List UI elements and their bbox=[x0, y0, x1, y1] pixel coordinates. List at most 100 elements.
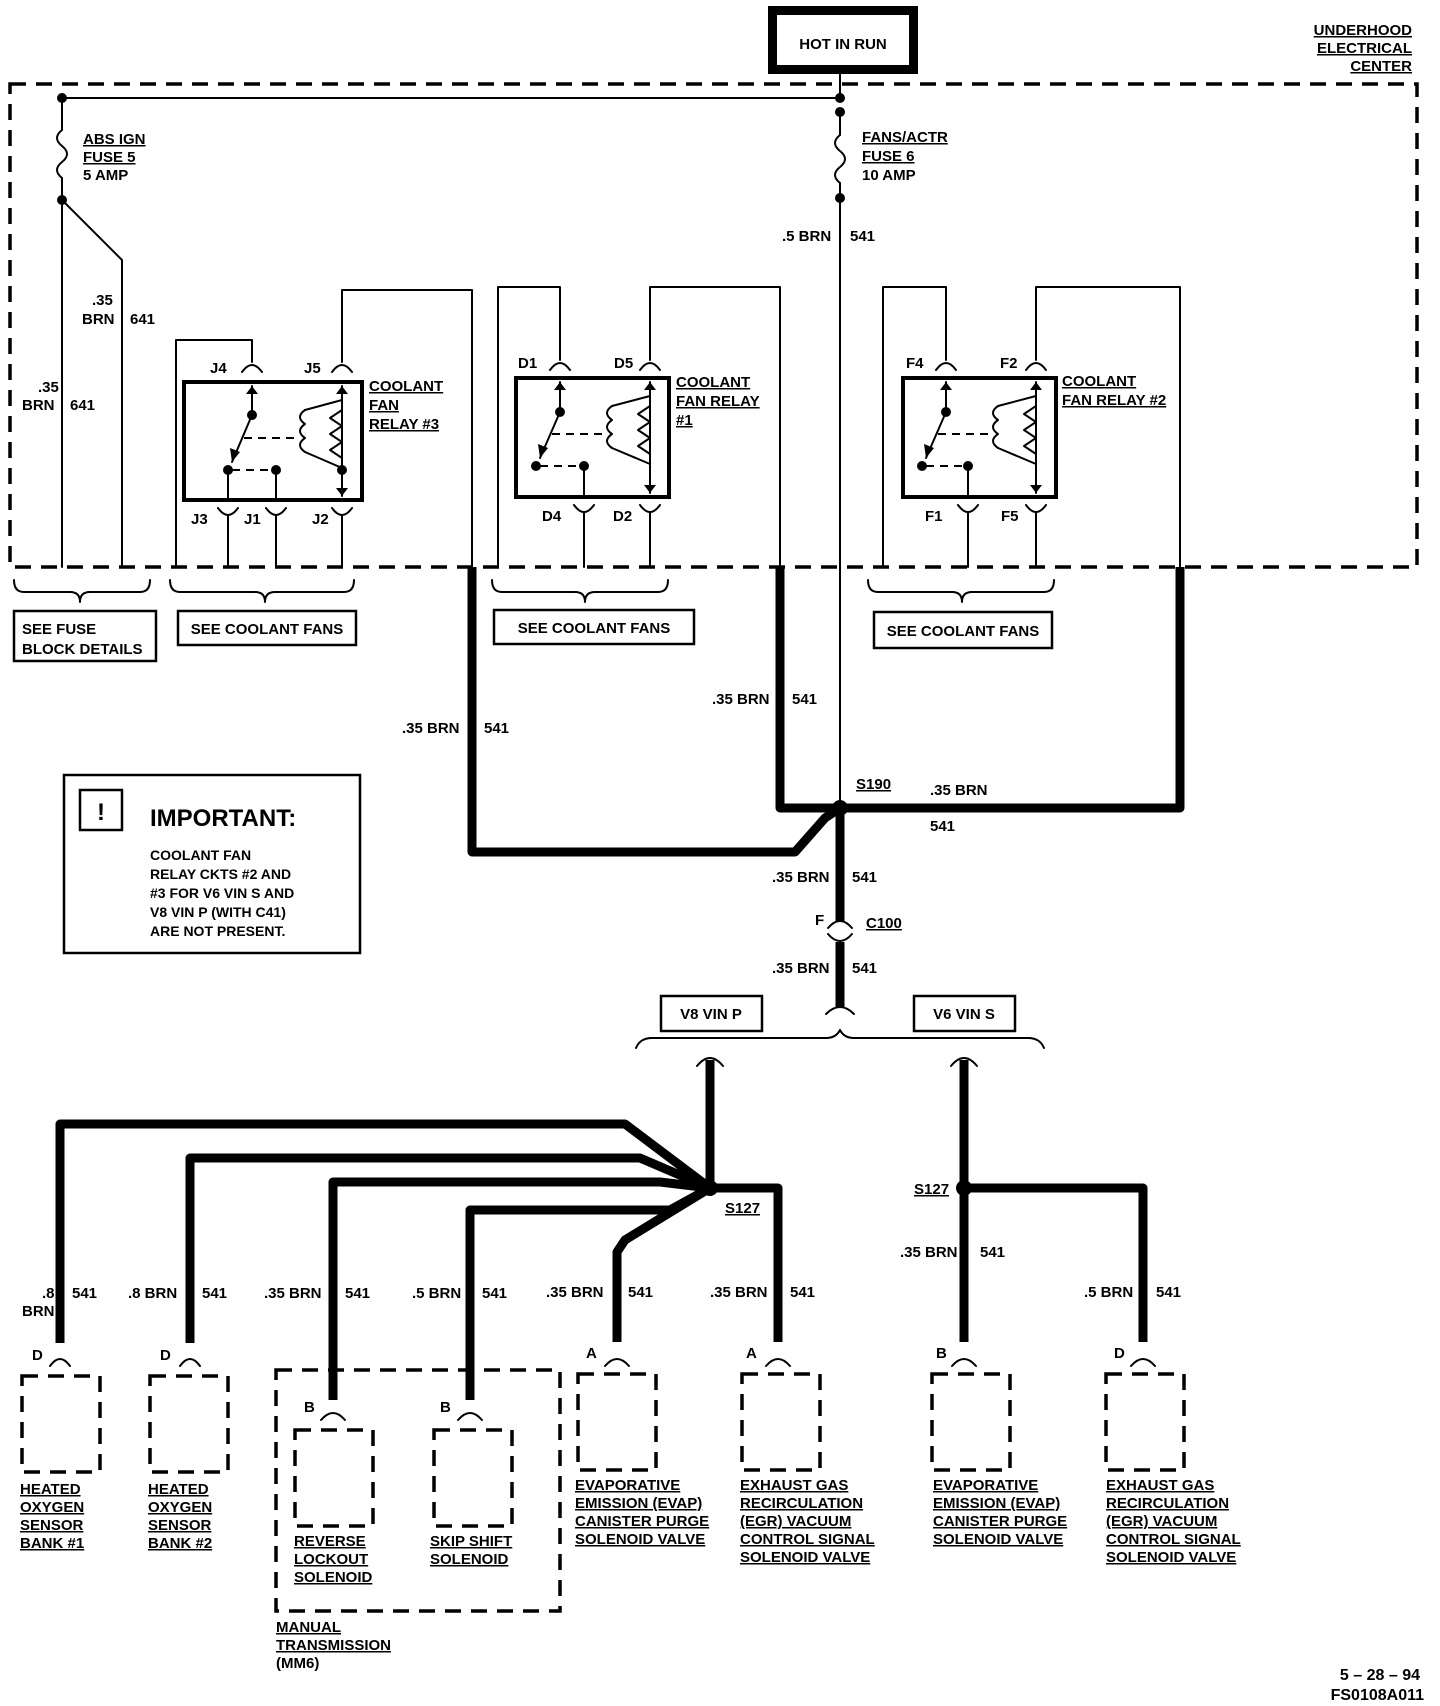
svg-text:.35 BRN: .35 BRN bbox=[772, 869, 830, 886]
svg-text:SEE FUSE: SEE FUSE bbox=[22, 621, 96, 638]
svg-text:EVAPORATIVE: EVAPORATIVE bbox=[933, 1477, 1038, 1494]
svg-text:541: 541 bbox=[1156, 1284, 1181, 1301]
svg-text:EVAPORATIVE: EVAPORATIVE bbox=[575, 1477, 680, 1494]
svg-text:.5 BRN: .5 BRN bbox=[412, 1285, 461, 1302]
egr-vacuum-control-valve-v8: .35 BRN 541 A EXHAUST GAS RECIRCULATION … bbox=[710, 1284, 875, 1566]
svg-text:.5 BRN: .5 BRN bbox=[1084, 1284, 1133, 1301]
svg-text:.35 BRN: .35 BRN bbox=[930, 782, 988, 799]
fuse-block-reference: SEE FUSE BLOCK DETAILS bbox=[12, 579, 158, 663]
svg-text:CANISTER PURGE: CANISTER PURGE bbox=[575, 1513, 709, 1530]
abs-ign-fuse-5: ABS IGN FUSE 5 5 AMP bbox=[56, 97, 146, 205]
svg-text:SOLENOID VALVE: SOLENOID VALVE bbox=[933, 1531, 1063, 1548]
evap-canister-purge-valve-v6: B EVAPORATIVE EMISSION (EVAP) CANISTER P… bbox=[930, 1345, 1067, 1548]
svg-text:BANK #2: BANK #2 bbox=[148, 1535, 212, 1552]
hot-in-run-box: HOT IN RUN bbox=[768, 6, 918, 74]
v6-branch: S127 .35 BRN 541 bbox=[900, 1057, 1148, 1342]
svg-text:EMISSION (EVAP): EMISSION (EVAP) bbox=[575, 1495, 702, 1512]
svg-text:.35 BRN: .35 BRN bbox=[546, 1284, 604, 1301]
svg-text:541: 541 bbox=[930, 818, 955, 835]
svg-text:SOLENOID: SOLENOID bbox=[430, 1551, 509, 1568]
heated-oxygen-sensor-bank-2: .8 BRN 541 D HEATED OXYGEN SENSOR BANK #… bbox=[128, 1285, 230, 1552]
svg-text:FAN RELAY: FAN RELAY bbox=[676, 393, 760, 410]
svg-text:OXYGEN: OXYGEN bbox=[20, 1499, 84, 1516]
fan-fuse-wire-label: .5 BRN bbox=[782, 228, 831, 245]
svg-text:SENSOR: SENSOR bbox=[148, 1517, 212, 1534]
svg-text:CONTROL SIGNAL: CONTROL SIGNAL bbox=[740, 1531, 875, 1548]
svg-text:V8 VIN P: V8 VIN P bbox=[680, 1006, 742, 1023]
svg-text:.8 BRN: .8 BRN bbox=[128, 1285, 177, 1302]
svg-text:.8: .8 bbox=[42, 1285, 55, 1302]
underhood-electrical-center-title: UNDERHOOD ELECTRICAL CENTER bbox=[1314, 22, 1413, 75]
svg-text:541: 541 bbox=[72, 1285, 97, 1302]
coolant-fan-relay-1: D1 D5 D4 D2 COOLANT FAN RELAY #1 bbox=[497, 286, 781, 568]
svg-text:ARE NOT PRESENT.: ARE NOT PRESENT. bbox=[150, 923, 285, 939]
svg-text:FAN: FAN bbox=[369, 397, 399, 414]
svg-text:EXHAUST GAS: EXHAUST GAS bbox=[740, 1477, 848, 1494]
svg-text:EXHAUST GAS: EXHAUST GAS bbox=[1106, 1477, 1214, 1494]
svg-text:HEATED: HEATED bbox=[148, 1481, 209, 1498]
svg-text:D1: D1 bbox=[518, 355, 537, 372]
abs-output-wires: .35 BRN 641 .35 BRN 641 bbox=[22, 199, 155, 568]
manual-transmission-label: MANUAL TRANSMISSION (MM6) bbox=[276, 1619, 391, 1672]
coolant-fan-relay-2: F4 F2 F1 F5 COOLANT FAN RELAY #2 bbox=[882, 286, 1181, 568]
exclamation-icon: ! bbox=[97, 799, 105, 826]
svg-text:ELECTRICAL: ELECTRICAL bbox=[1317, 40, 1412, 57]
svg-text:.35: .35 bbox=[92, 292, 113, 309]
svg-text:RECIRCULATION: RECIRCULATION bbox=[740, 1495, 863, 1512]
svg-text:FS0108A011: FS0108A011 bbox=[1331, 1687, 1425, 1704]
svg-text:F5: F5 bbox=[1001, 508, 1019, 525]
svg-text:HEATED: HEATED bbox=[20, 1481, 81, 1498]
manual-transmission-group bbox=[274, 1368, 562, 1613]
svg-text:BRN: BRN bbox=[22, 397, 55, 414]
svg-text:(EGR) VACUUM: (EGR) VACUUM bbox=[1106, 1513, 1217, 1530]
svg-text:MANUAL: MANUAL bbox=[276, 1619, 341, 1636]
svg-text:541: 541 bbox=[628, 1284, 653, 1301]
svg-text:RELAY #3: RELAY #3 bbox=[369, 416, 439, 433]
svg-text:SOLENOID VALVE: SOLENOID VALVE bbox=[1106, 1549, 1236, 1566]
svg-text:.35 BRN: .35 BRN bbox=[900, 1244, 958, 1261]
svg-text:.35 BRN: .35 BRN bbox=[772, 960, 830, 977]
svg-text:5 – 28 – 94: 5 – 28 – 94 bbox=[1340, 1667, 1420, 1684]
svg-text:J4: J4 bbox=[210, 360, 227, 377]
svg-text:RELAY CKTS #2 AND: RELAY CKTS #2 AND bbox=[150, 866, 291, 882]
svg-text:BLOCK DETAILS: BLOCK DETAILS bbox=[22, 641, 143, 658]
hot-in-run-label: HOT IN RUN bbox=[799, 36, 887, 53]
svg-text:(MM6): (MM6) bbox=[276, 1655, 319, 1672]
svg-text:A: A bbox=[746, 1345, 757, 1362]
svg-text:#1: #1 bbox=[676, 412, 693, 429]
fans-actr-fuse-6: FANS/ACTR FUSE 6 10 AMP bbox=[834, 111, 948, 203]
svg-text:SENSOR: SENSOR bbox=[20, 1517, 84, 1534]
egr-vacuum-control-valve-v6: .5 BRN 541 D EXHAUST GAS RECIRCULATION (… bbox=[1084, 1284, 1241, 1566]
svg-text:SEE COOLANT FANS: SEE COOLANT FANS bbox=[518, 620, 671, 637]
svg-text:10 AMP: 10 AMP bbox=[862, 167, 916, 184]
svg-text:B: B bbox=[440, 1399, 451, 1416]
svg-text:COOLANT FAN: COOLANT FAN bbox=[150, 847, 251, 863]
svg-text:D: D bbox=[160, 1347, 171, 1364]
svg-text:S127: S127 bbox=[914, 1181, 949, 1198]
svg-text:LOCKOUT: LOCKOUT bbox=[294, 1551, 368, 1568]
svg-text:541: 541 bbox=[482, 1285, 507, 1302]
svg-text:D: D bbox=[32, 1347, 43, 1364]
heated-oxygen-sensor-bank-1: .8 BRN 541 D HEATED OXYGEN SENSOR BANK #… bbox=[20, 1285, 102, 1552]
svg-text:641: 641 bbox=[130, 311, 155, 328]
svg-text:J2: J2 bbox=[312, 511, 329, 528]
evap-canister-purge-valve-v8: .35 BRN 541 A EVAPORATIVE EMISSION (EVAP… bbox=[546, 1284, 709, 1548]
svg-text:SOLENOID VALVE: SOLENOID VALVE bbox=[740, 1549, 870, 1566]
svg-text:C100: C100 bbox=[866, 915, 902, 932]
svg-text:BANK #1: BANK #1 bbox=[20, 1535, 84, 1552]
svg-text:5 AMP: 5 AMP bbox=[83, 167, 128, 184]
svg-text:.35 BRN: .35 BRN bbox=[710, 1284, 768, 1301]
v8-branch: S127 bbox=[55, 1057, 783, 1400]
svg-text:UNDERHOOD: UNDERHOOD bbox=[1314, 22, 1413, 39]
svg-text:.35: .35 bbox=[38, 379, 59, 396]
svg-text:SEE COOLANT FANS: SEE COOLANT FANS bbox=[191, 621, 344, 638]
svg-text:CENTER: CENTER bbox=[1350, 58, 1412, 75]
important-note: ! IMPORTANT: COOLANT FAN RELAY CKTS #2 A… bbox=[62, 773, 362, 955]
svg-text:S127: S127 bbox=[725, 1200, 760, 1217]
svg-text:FUSE 6: FUSE 6 bbox=[862, 148, 915, 165]
splice-s190-label: S190 bbox=[856, 776, 891, 793]
svg-text:.35 BRN: .35 BRN bbox=[402, 720, 460, 737]
svg-text:541: 541 bbox=[850, 228, 875, 245]
svg-text:ABS IGN: ABS IGN bbox=[83, 131, 146, 148]
